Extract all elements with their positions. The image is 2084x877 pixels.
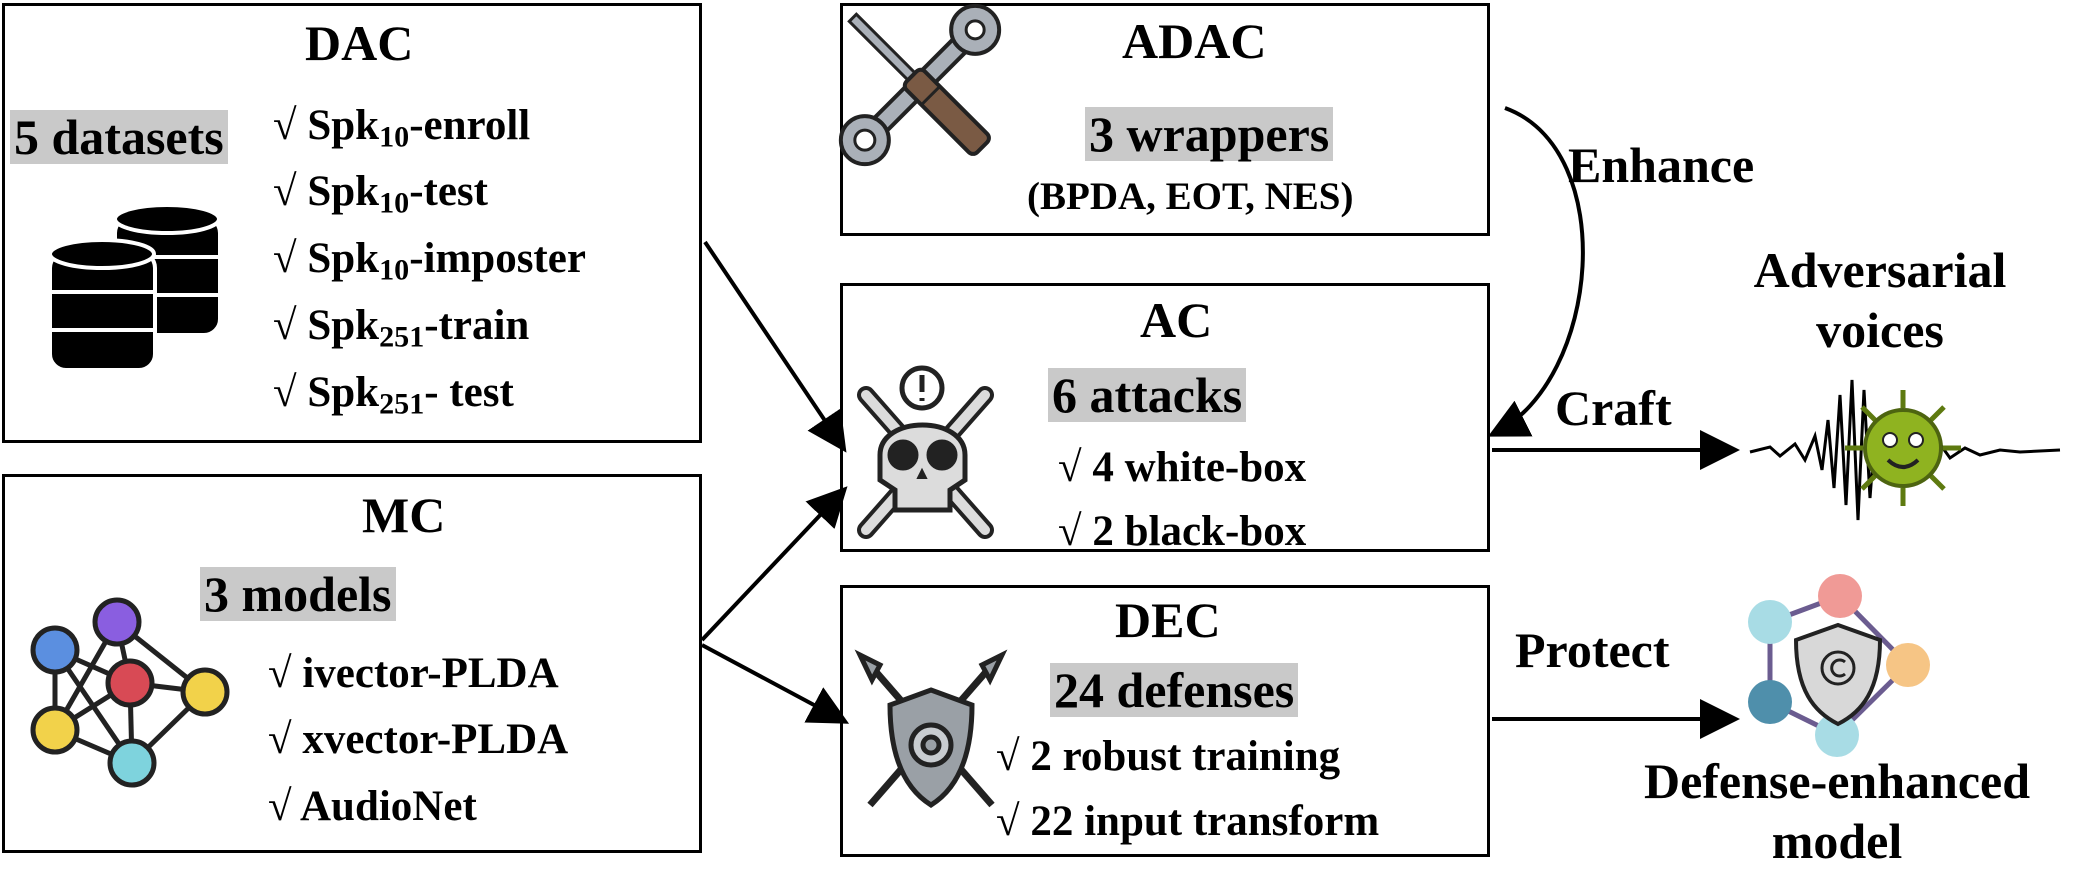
arrow-mc-to-ac xyxy=(700,486,848,642)
adac-subtitle: (BPDA, EOT, NES) xyxy=(1027,175,1354,218)
skull-icon xyxy=(857,365,994,539)
mc-title: MC xyxy=(362,487,446,543)
ac-item: √ 2 black-box xyxy=(1058,508,1307,555)
mc-item: √ AudioNet xyxy=(268,783,477,830)
database-icon xyxy=(48,203,222,372)
adversarial-voices-title: Adversarial voices xyxy=(1640,245,2084,355)
virus-waveform-icon xyxy=(1749,379,2061,521)
dac-highlight: 5 datasets xyxy=(10,110,228,164)
dac-item: √ Spk251-train xyxy=(273,302,530,354)
dac-item: √ Spk10-enroll xyxy=(273,102,531,154)
tools-icon xyxy=(838,3,1002,167)
dec-item: √ 2 robust training xyxy=(996,733,1341,780)
mc-item: √ xvector-PLDA xyxy=(268,716,569,763)
protected-model-icon xyxy=(1748,574,1930,757)
ac-item: √ 4 white-box xyxy=(1058,444,1307,491)
dac-item: √ Spk10-imposter xyxy=(273,235,586,287)
shield-spears-icon xyxy=(854,649,1008,808)
protect-label: Protect xyxy=(1515,622,1670,678)
dec-highlight: 24 defenses xyxy=(1050,663,1299,717)
enhance-label: Enhance xyxy=(1568,137,1755,193)
adversarial-line-1: Adversarial xyxy=(1753,242,2007,298)
defense-line-2: model xyxy=(1771,813,1903,869)
defense-line-1: Defense-enhanced xyxy=(1643,753,2031,809)
adac-highlight: 3 wrappers xyxy=(1085,107,1334,161)
ac-title: AC xyxy=(1140,292,1213,348)
arrow-enhance xyxy=(1487,106,1585,437)
dac-item: √ Spk10-test xyxy=(273,168,488,220)
dec-item: √ 22 input transform xyxy=(996,798,1380,845)
mc-highlight: 3 models xyxy=(200,567,396,621)
mc-item: √ ivector-PLDA xyxy=(268,650,559,697)
adac-title: ADAC xyxy=(1122,13,1267,69)
dac-item: √ Spk251- test xyxy=(273,369,514,421)
neural-network-icon xyxy=(30,597,230,788)
arrow-mc-to-dec xyxy=(701,643,850,724)
craft-label: Craft xyxy=(1555,380,1672,436)
defense-enhanced-title: Defense-enhanced model xyxy=(1590,756,2084,866)
ac-highlight: 6 attacks xyxy=(1048,368,1247,422)
dac-title: DAC xyxy=(305,15,414,71)
dec-title: DEC xyxy=(1115,592,1221,648)
adversarial-line-2: voices xyxy=(1816,302,1944,358)
arrow-dac-to-ac xyxy=(703,240,847,453)
